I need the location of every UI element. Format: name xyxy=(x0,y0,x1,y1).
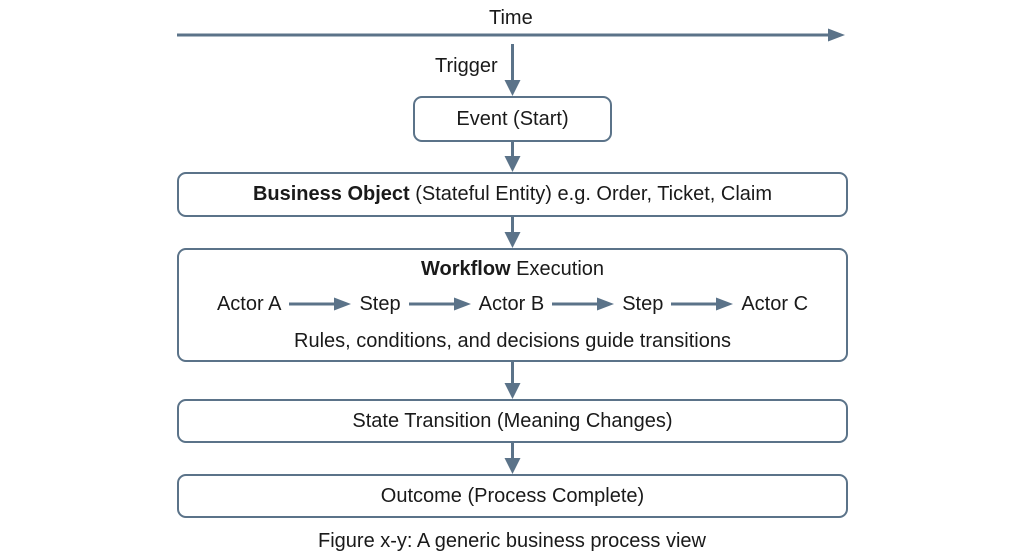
arrow-right-icon xyxy=(671,297,734,311)
chain-node-actor-a: Actor A xyxy=(216,292,282,315)
workflow-rules-note: Rules, conditions, and decisions guide t… xyxy=(294,329,731,352)
time-axis-arrow xyxy=(177,28,845,42)
node-business-object-label: Business Object (Stateful Entity) e.g. O… xyxy=(253,182,772,207)
trigger-label: Trigger xyxy=(435,55,498,77)
connector-event-to-business-object xyxy=(504,142,521,172)
connector-state-transition-to-outcome xyxy=(504,443,521,474)
figure-caption: Figure x-y: A generic business process v… xyxy=(318,530,706,552)
chain-node-actor-c: Actor C xyxy=(741,292,809,315)
arrow-right-icon xyxy=(552,297,615,311)
node-event-start-label: Event (Start) xyxy=(456,107,569,130)
node-outcome[interactable]: Outcome (Process Complete) xyxy=(177,474,848,518)
node-business-object-label-bold: Business Object xyxy=(252,183,410,205)
node-event-start[interactable]: Event (Start) xyxy=(413,96,612,142)
chain-node-actor-b: Actor B xyxy=(478,292,545,315)
node-business-object[interactable]: Business Object (Stateful Entity) e.g. O… xyxy=(177,172,848,217)
workflow-actor-chain: Actor A Step Actor B Step Actor C xyxy=(217,293,808,316)
node-state-transition[interactable]: State Transition (Meaning Changes) xyxy=(177,399,848,443)
connector-trigger-to-event xyxy=(504,44,521,96)
node-business-object-label-rest: (Stateful Entity) e.g. Order, Ticket, Cl… xyxy=(409,183,773,205)
arrow-right-icon xyxy=(289,297,352,311)
node-outcome-label: Outcome (Process Complete) xyxy=(380,484,645,507)
node-workflow-title: Workflow Execution xyxy=(421,258,604,281)
node-workflow-title-bold: Workflow xyxy=(420,257,511,280)
arrow-right-icon xyxy=(408,297,471,311)
connector-workflow-to-state-transition xyxy=(504,362,521,399)
chain-node-step-1: Step xyxy=(359,292,401,315)
node-workflow-title-rest: Execution xyxy=(510,257,605,280)
node-workflow-execution[interactable]: Workflow Execution Actor A Step Actor B … xyxy=(177,248,848,362)
connector-business-object-to-workflow xyxy=(504,217,521,248)
time-axis-label: Time xyxy=(489,7,533,29)
node-state-transition-label: State Transition (Meaning Changes) xyxy=(352,409,673,432)
chain-node-step-2: Step xyxy=(622,292,664,315)
